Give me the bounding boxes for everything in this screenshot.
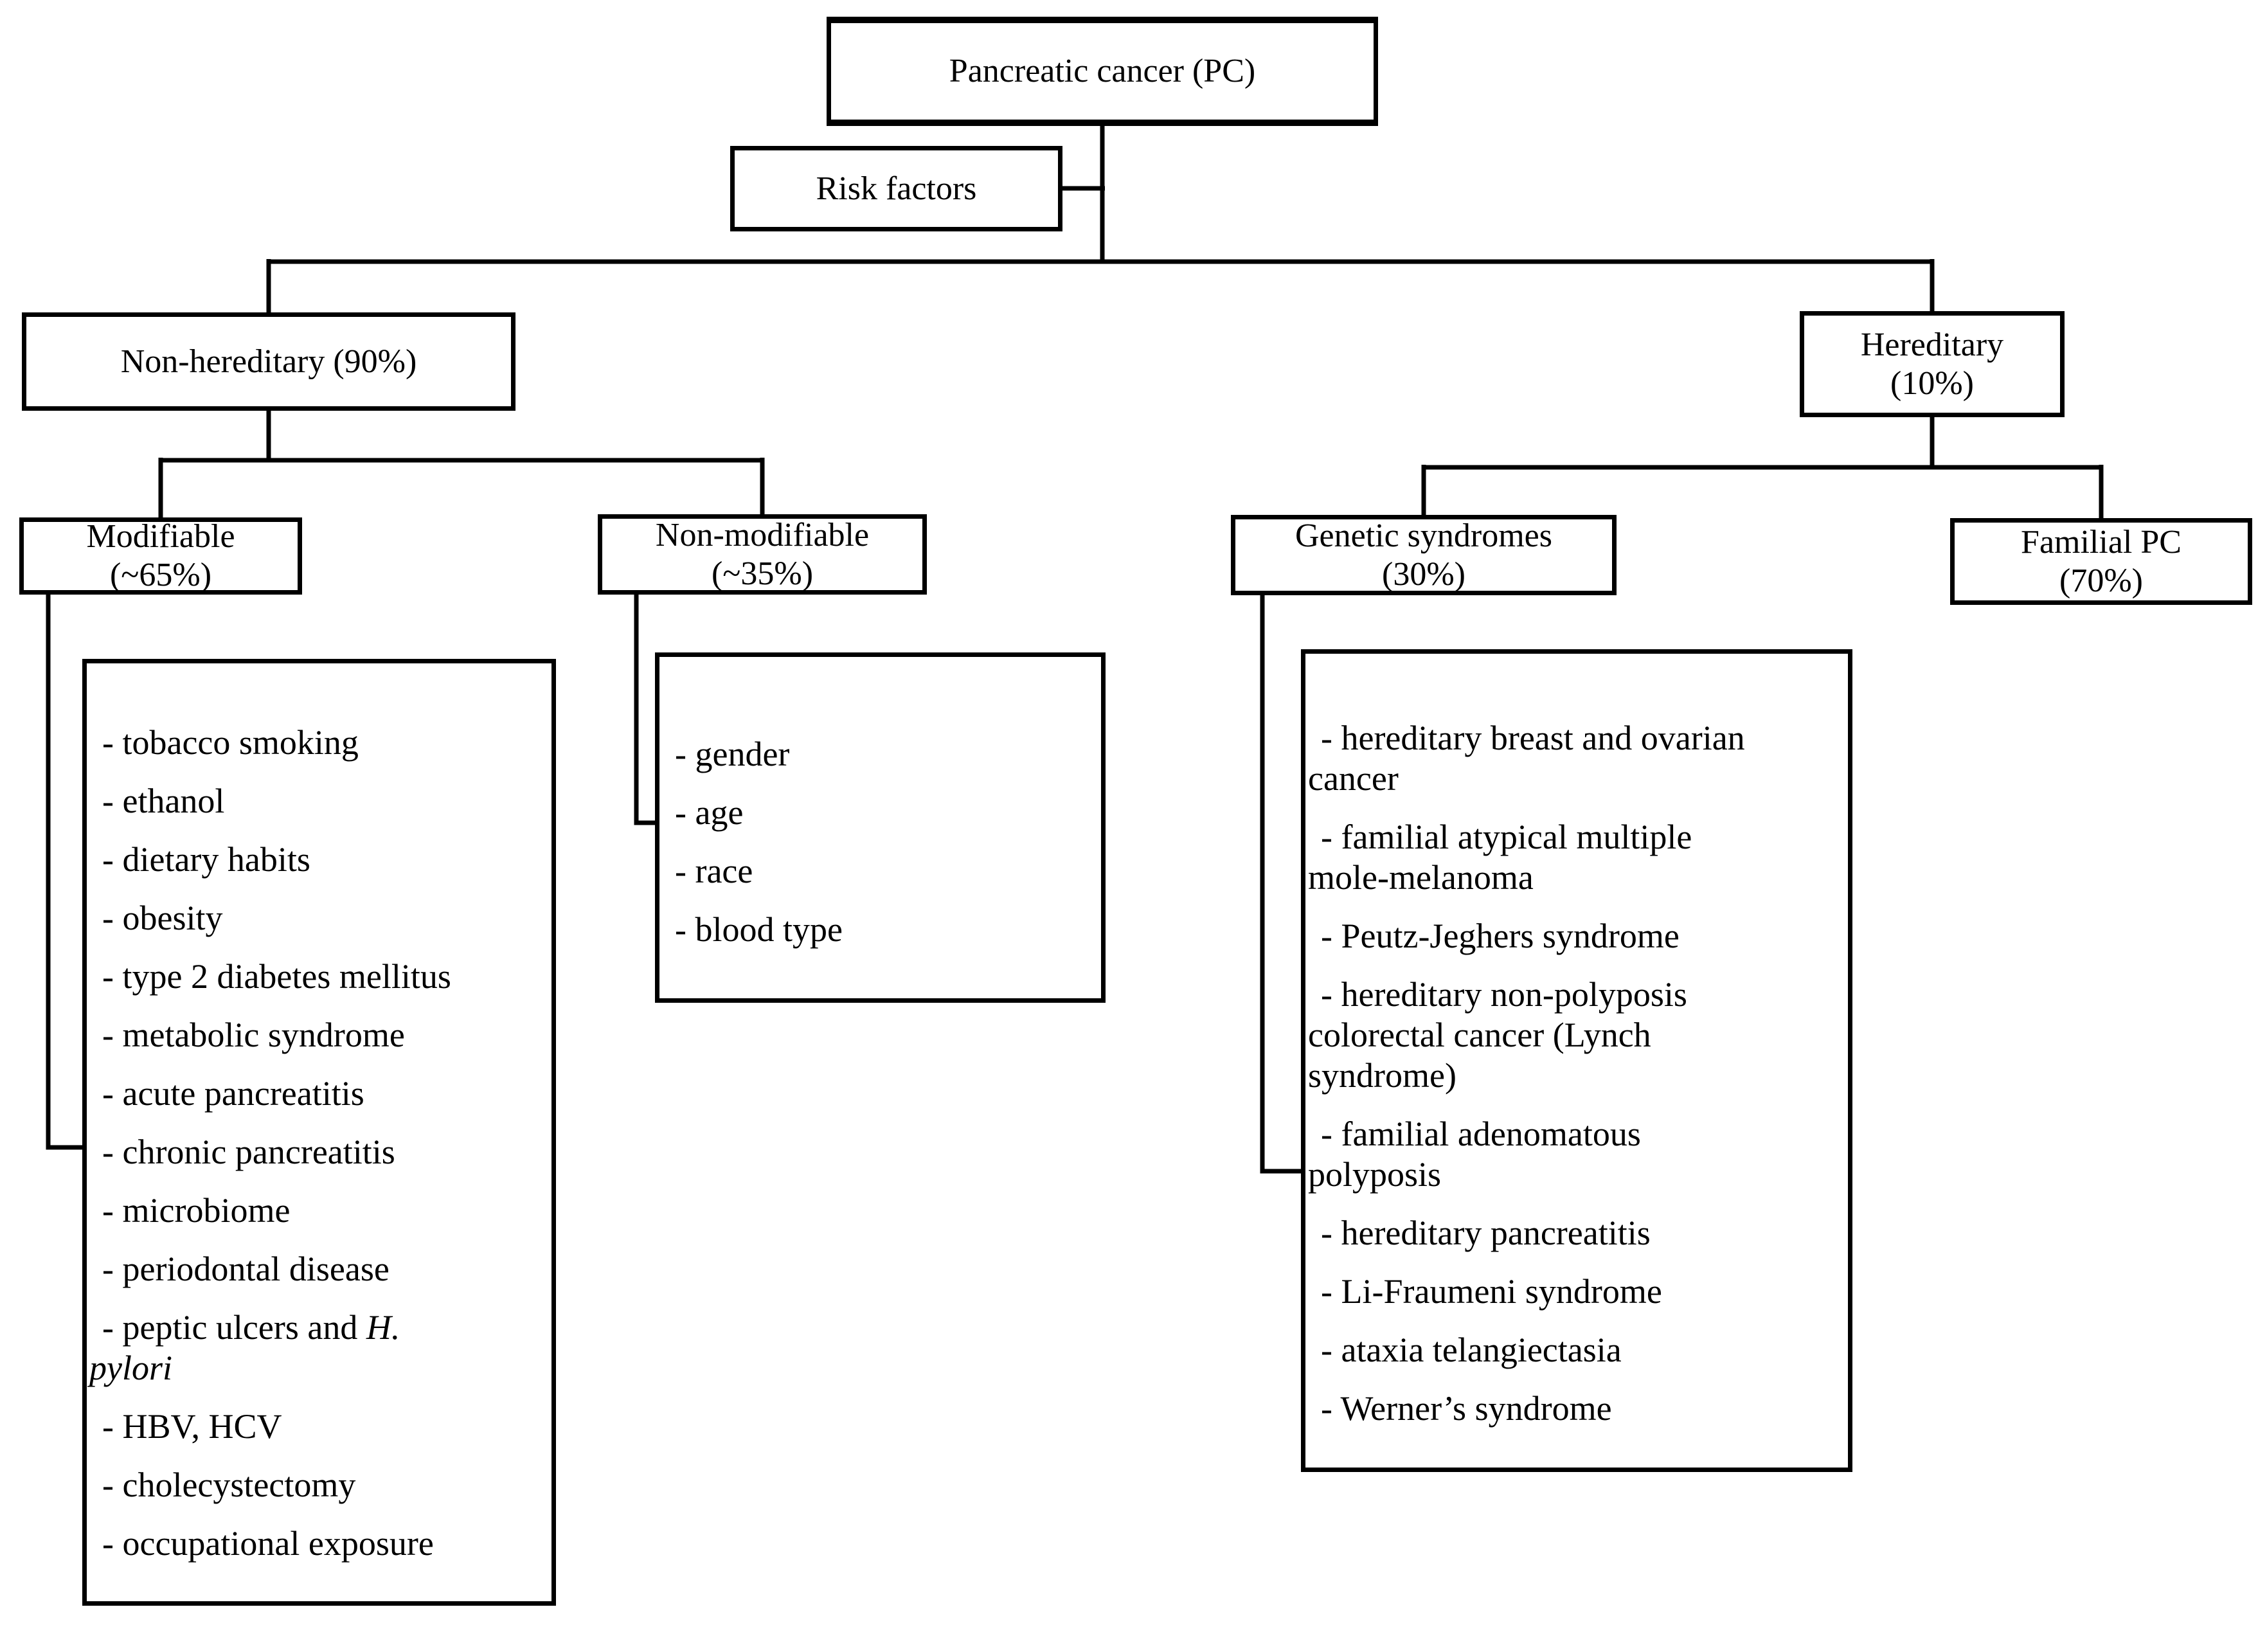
node-familial-pc-label: Familial PC bbox=[2021, 523, 2182, 561]
list-item: - dietary habits bbox=[102, 840, 310, 879]
list-item: - HBV, HCV bbox=[102, 1407, 282, 1446]
node-familial-pc-percentage: (70%) bbox=[2059, 562, 2143, 599]
node-non-modifiable-percentage: (~35%) bbox=[711, 555, 814, 592]
node-modifiable-percentage: (~65%) bbox=[109, 557, 212, 593]
list-item: - ethanol bbox=[102, 782, 225, 820]
node-non-modifiable: Non-modifiable (~35%) bbox=[598, 514, 927, 595]
node-non-hereditary-label: Non-hereditary (90%) bbox=[120, 343, 417, 380]
list-non-modifiable-factors: - gender - age - race - blood type bbox=[655, 652, 1106, 1003]
node-genetic-syndromes-percentage: (30%) bbox=[1382, 555, 1465, 593]
list-item: - gender bbox=[675, 735, 790, 773]
list-item: - tobacco smoking bbox=[102, 723, 359, 762]
list-item: - cholecystectomy bbox=[102, 1466, 356, 1504]
node-hereditary-percentage: (10%) bbox=[1890, 364, 1974, 402]
node-risk-factors-label: Risk factors bbox=[816, 170, 977, 207]
list-item: - Li-Fraumeni syndrome bbox=[1321, 1272, 1662, 1311]
list-item: - Peutz-Jeghers syndrome bbox=[1321, 917, 1680, 955]
node-non-modifiable-label: Non-modifiable bbox=[655, 516, 870, 553]
list-item: - chronic pancreatitis bbox=[102, 1133, 395, 1171]
list-item: - age bbox=[675, 793, 744, 832]
list-item: - metabolic syndrome bbox=[102, 1016, 405, 1054]
node-modifiable: Modifiable (~65%) bbox=[19, 517, 302, 595]
node-genetic-syndromes-label: Genetic syndromes bbox=[1295, 517, 1552, 554]
connector-non-modifiable-list bbox=[634, 595, 655, 825]
node-familial-pc: Familial PC (70%) bbox=[1950, 518, 2252, 605]
list-item: - periodontal disease bbox=[102, 1250, 390, 1288]
list-modifiable-factors: - tobacco smoking - ethanol - dietary habi… bbox=[82, 659, 556, 1606]
list-item: - race bbox=[675, 852, 753, 890]
list-item: - microbiome bbox=[102, 1191, 291, 1230]
list-item: - acute pancreatitis bbox=[102, 1074, 364, 1113]
list-item: - blood type bbox=[675, 910, 843, 949]
list-item: - peptic ulcers and H.pylori bbox=[89, 1308, 400, 1387]
node-pancreatic-cancer-label: Pancreatic cancer (PC) bbox=[949, 53, 1256, 90]
node-non-hereditary: Non-hereditary (90%) bbox=[22, 312, 515, 411]
node-pancreatic-cancer: Pancreatic cancer (PC) bbox=[827, 17, 1378, 126]
node-genetic-syndromes: Genetic syndromes (30%) bbox=[1231, 515, 1617, 595]
node-modifiable-label: Modifiable bbox=[86, 518, 235, 555]
list-item: - obesity bbox=[102, 899, 223, 937]
connector-modifiable-list bbox=[46, 595, 82, 1150]
list-item: - hereditary pancreatitis bbox=[1321, 1214, 1651, 1252]
node-hereditary-label: Hereditary bbox=[1860, 326, 2004, 363]
list-item: - type 2 diabetes mellitus bbox=[102, 957, 451, 996]
node-hereditary: Hereditary (10%) bbox=[1800, 311, 2065, 417]
list-item: - Werner’s syndrome bbox=[1321, 1389, 1612, 1428]
connector-genetic-list bbox=[1260, 595, 1301, 1174]
list-item: - ataxia telangiectasia bbox=[1321, 1331, 1622, 1369]
list-item: - occupational exposure bbox=[102, 1524, 434, 1563]
node-risk-factors: Risk factors bbox=[730, 146, 1062, 231]
